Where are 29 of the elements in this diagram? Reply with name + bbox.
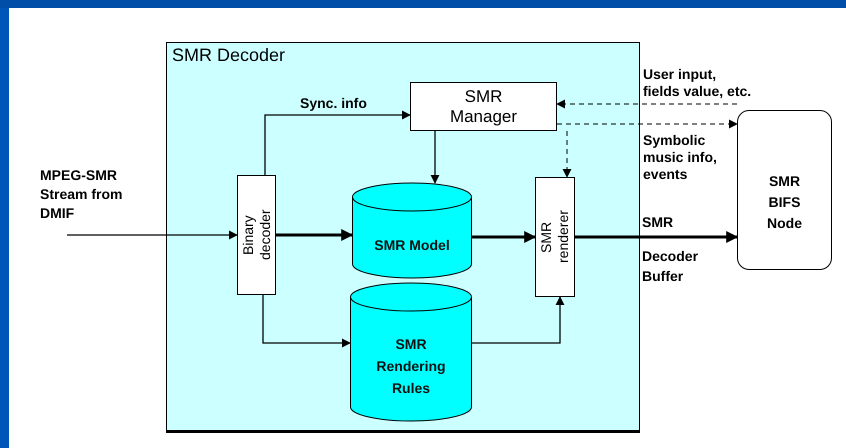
process-box [535, 177, 575, 297]
arrow [430, 131, 440, 184]
cylinder-label: SMR Model [373, 236, 451, 254]
box-label: Binary decoder [240, 208, 274, 262]
box-label: SMR Manager [448, 86, 518, 126]
process-box [237, 175, 276, 295]
input-stream-label: MPEG-SMR Stream from DMIF [40, 166, 124, 223]
edge-label: Symbolic music info, events [643, 132, 718, 183]
box-label: SMR renderer [538, 209, 572, 266]
arrow [276, 229, 354, 241]
node-label: SMR BIFS Node [766, 172, 803, 233]
cylinder-label: SMR Rendering Rules [375, 335, 447, 398]
dashed-arrow [556, 100, 738, 108]
arrow [264, 110, 411, 175]
arrow [67, 230, 238, 240]
decoder-panel [166, 42, 640, 433]
edge-label: User input, fields value, etc. [643, 66, 752, 100]
arrow [472, 296, 564, 344]
dashed-arrow [556, 120, 738, 128]
edge-label: Sync. info [300, 95, 368, 112]
panel-title: SMR Decoder [172, 45, 286, 66]
arrow [472, 231, 536, 243]
process-box [410, 82, 557, 131]
line-label: Decoder Buffer [642, 247, 700, 286]
line-label: SMR [642, 213, 674, 232]
arrow [262, 295, 351, 348]
dashed-arrow [562, 130, 572, 178]
output-node-box [737, 110, 832, 270]
arrow [575, 231, 738, 243]
